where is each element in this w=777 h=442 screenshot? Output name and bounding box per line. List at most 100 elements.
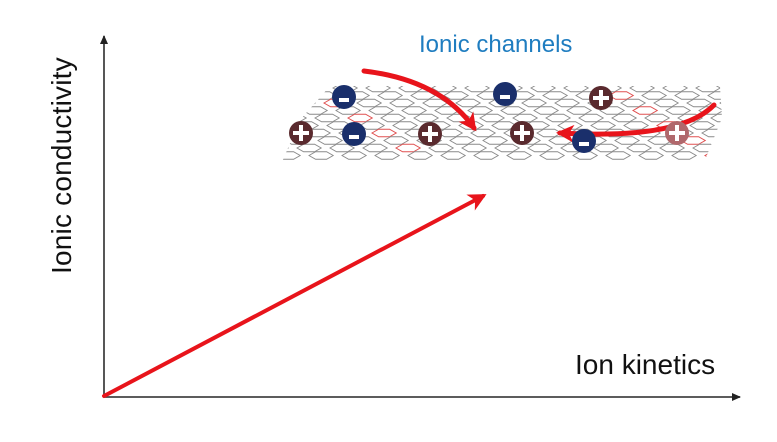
lattice-hexagon (302, 106, 329, 115)
lattice-hexagon (377, 91, 404, 100)
lattice-hexagon (563, 86, 590, 93)
lattice-hexagon (329, 143, 356, 153)
lattice-hexagon (644, 113, 671, 123)
lattice-hexagon (623, 121, 650, 130)
lattice-hexagon (362, 143, 389, 153)
lattice-hexagon (607, 91, 635, 100)
lattice-hexagon (703, 151, 722, 160)
lattice-hexagon (500, 106, 527, 115)
lattice-hexagon (470, 128, 497, 138)
minus-icon (349, 135, 359, 139)
lattice-hexagon (464, 86, 491, 93)
anion-ion (572, 129, 596, 153)
lattice-hexagon (765, 107, 777, 115)
lattice-hexagon (762, 84, 777, 92)
lattice-hexagon (629, 86, 656, 93)
lattice-hexagon (759, 144, 777, 152)
lattice-hexagon (368, 106, 395, 115)
lattice-hexagon (614, 136, 641, 145)
lattice-hexagon (282, 151, 302, 160)
lattice-hexagon (383, 136, 410, 145)
lattice-hexagon (359, 121, 386, 130)
lattice-hexagon (533, 106, 560, 115)
plus-icon (514, 131, 530, 135)
lattice-hexagon (732, 107, 756, 115)
lattice-hexagon (530, 86, 557, 93)
ion-flow-left-arrow (361, 68, 477, 132)
lattice-hexagon (686, 98, 713, 108)
cation-ion (289, 121, 313, 145)
lattice-hexagon (298, 86, 326, 93)
lattice-hexagon (590, 121, 617, 130)
lattice-hexagon (539, 151, 566, 160)
lattice-hexagon (593, 143, 620, 153)
lattice-hexagon (431, 86, 458, 93)
lattice-hexagon (317, 136, 344, 145)
lattice-hexagon (545, 113, 572, 123)
lattice-hexagon (296, 143, 323, 153)
ion-circle (493, 82, 517, 106)
lattice-hexagon (467, 106, 494, 115)
lattice-hexagon (440, 151, 467, 160)
lattice-hexagon (305, 128, 332, 138)
lattice-hexagon (756, 122, 777, 130)
lattice-hexagon (282, 143, 290, 153)
lattice-hexagon (290, 98, 317, 108)
lattice-hexagon (557, 121, 584, 130)
cation-ion (589, 86, 613, 110)
plus-icon (593, 96, 609, 100)
lattice-hexagon (726, 144, 750, 152)
lattice-hexagon (527, 143, 554, 153)
lattice-hexagon (407, 151, 434, 160)
lattice-hexagon (710, 113, 722, 123)
minus-icon (500, 95, 510, 99)
lattice-hexagon (461, 143, 488, 153)
lattice-hexagon (605, 151, 632, 160)
lattice-hexagon (659, 143, 686, 153)
lattice-hexagon (554, 98, 581, 108)
minus-icon (339, 98, 349, 102)
lattice-hexagon (578, 113, 605, 123)
lattice-hexagon (741, 92, 765, 100)
anion-ion (342, 122, 366, 146)
lattice-hexagon (392, 121, 419, 130)
lattice-hexagon (413, 113, 440, 123)
ions-group (289, 82, 689, 153)
lattice-hexagon (735, 129, 759, 137)
lattice-hexagon (566, 106, 593, 115)
lattice-hexagon (701, 128, 722, 138)
lattice-hexagon (695, 86, 722, 93)
lattice-hexagon (374, 151, 401, 160)
lattice-hexagon (482, 136, 509, 145)
plus-icon (422, 132, 438, 136)
lattice-hexagon (346, 113, 374, 123)
lattice-hexagon (641, 91, 668, 100)
plus-icon (293, 131, 309, 135)
lattice-hexagon (707, 91, 722, 100)
lattice-hexagon (401, 106, 428, 115)
lattice-hexagon (771, 152, 777, 160)
lattice-hexagon (713, 136, 722, 145)
lattice-hexagon (719, 98, 722, 108)
lattice-hexagon (747, 137, 771, 145)
ion-circle (342, 122, 366, 146)
y-axis-label: Ionic conductivity (46, 57, 77, 274)
lattice-hexagon (282, 113, 308, 123)
lattice-hexagon (768, 129, 777, 137)
lattice-hexagon (521, 98, 548, 108)
lattice-hexagon (723, 122, 747, 130)
lattice-hexagon (443, 91, 470, 100)
lattice-hexagon (665, 106, 692, 115)
lattice-hexagon (548, 136, 575, 145)
lattice-hexagon (380, 113, 407, 123)
lattice-hexagon (689, 121, 716, 130)
lattice-hexagon (662, 86, 689, 93)
lattice-hexagon (744, 114, 768, 122)
lattice-hexagon (635, 128, 662, 138)
lattice-hexagon (611, 113, 638, 123)
lattice-hexagon (494, 143, 521, 153)
lattice-hexagon (389, 98, 416, 108)
cation-ion (665, 121, 689, 145)
